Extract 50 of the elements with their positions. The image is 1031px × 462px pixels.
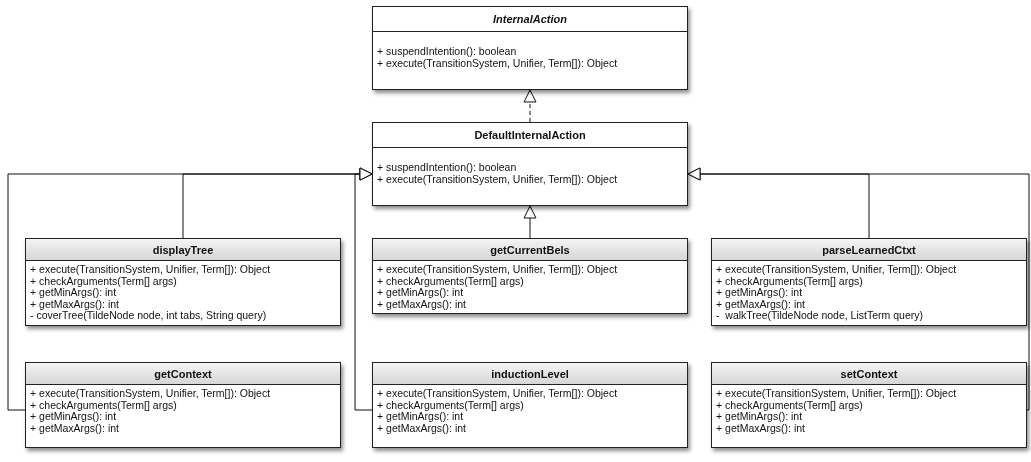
method-signature: + getMaxArgs(): int bbox=[716, 422, 806, 434]
inheritance-arrow bbox=[687, 167, 1030, 411]
method-signature: + execute(TransitionSystem, Unifier, Term[]): Object bbox=[30, 388, 272, 400]
method-signature: + execute(TransitionSystem, Unifier, Term[]): Object bbox=[377, 173, 619, 185]
class-box bbox=[372, 6, 688, 90]
method-signature: + getMinArgs(): int bbox=[377, 411, 464, 423]
method-signature: + getMaxArgs(): int bbox=[716, 298, 806, 310]
class-box bbox=[372, 238, 688, 314]
class-name: getCurrentBels bbox=[490, 243, 570, 256]
method-signature: + execute(TransitionSystem, Unifier, Term[]): Object bbox=[377, 264, 619, 276]
method-signature: - walkTree(TildeNode node, ListTerm query) bbox=[716, 310, 924, 322]
method-signature: + execute(TransitionSystem, Unifier, Term[]): Object bbox=[716, 388, 958, 400]
method-signature: + execute(TransitionSystem, Unifier, Term[]): Object bbox=[716, 264, 958, 276]
method-signature: + getMinArgs(): int bbox=[716, 287, 803, 299]
method-signature: + checkArguments(Term[] args) bbox=[716, 399, 863, 411]
method-signature: + getMaxArgs(): int bbox=[377, 298, 467, 310]
method-signature: - coverTree(TildeNode node, int tabs, String query) bbox=[30, 310, 268, 322]
method-signature: + checkArguments(Term[] args) bbox=[716, 275, 863, 287]
class-box bbox=[711, 238, 1027, 326]
class-name: parseLearnedCtxt bbox=[822, 243, 916, 256]
inheritance-arrow bbox=[523, 205, 537, 239]
method-signature: + getMaxArgs(): int bbox=[30, 422, 120, 434]
class-box bbox=[711, 362, 1027, 448]
method-signature: + suspendIntention(): boolean bbox=[377, 46, 518, 58]
method-signature: + getMinArgs(): int bbox=[377, 287, 464, 299]
method-signature: + getMinArgs(): int bbox=[30, 411, 117, 423]
class-name: setContext bbox=[840, 367, 898, 380]
method-signature: + getMaxArgs(): int bbox=[377, 422, 467, 434]
method-signature: + checkArguments(Term[] args) bbox=[377, 275, 524, 287]
method-signature: + execute(TransitionSystem, Unifier, Term[]): Object bbox=[377, 388, 619, 400]
method-signature: + suspendIntention(): boolean bbox=[377, 162, 518, 174]
method-signature: + execute(TransitionSystem, Unifier, Term[]): Object bbox=[377, 57, 619, 69]
class-box bbox=[25, 238, 341, 326]
class-name: DefaultInternalAction bbox=[474, 129, 586, 141]
realization-arrow bbox=[523, 89, 537, 123]
method-signature: + getMaxArgs(): int bbox=[30, 298, 120, 310]
method-signature: + execute(TransitionSystem, Unifier, Term[]): Object bbox=[30, 264, 272, 276]
class-name: displayTree bbox=[152, 243, 214, 256]
class-name: getContext bbox=[154, 367, 212, 380]
method-signature: + checkArguments(Term[] args) bbox=[30, 275, 177, 287]
method-signature: + getMinArgs(): int bbox=[30, 287, 117, 299]
class-name: inductionLevel bbox=[491, 367, 569, 380]
class-box bbox=[372, 362, 688, 448]
inheritance-arrow bbox=[354, 167, 373, 411]
method-signature: + checkArguments(Term[] args) bbox=[377, 399, 524, 411]
class-name: InternalAction bbox=[493, 13, 567, 25]
method-signature: + checkArguments(Term[] args) bbox=[30, 399, 177, 411]
class-box bbox=[372, 122, 688, 206]
class-box bbox=[25, 362, 341, 448]
method-signature: + getMinArgs(): int bbox=[716, 411, 803, 423]
